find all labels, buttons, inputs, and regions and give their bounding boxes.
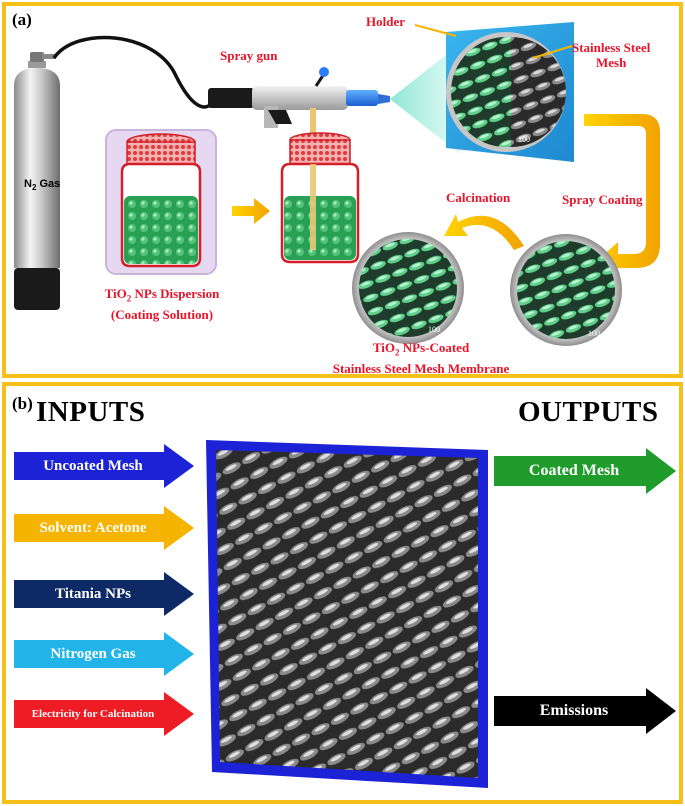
spray-gun	[208, 67, 390, 168]
panel-a-illustration: 100 100	[14, 22, 660, 346]
calcination-label: Calcination	[446, 190, 511, 205]
calcined-mesh-circle: 100	[352, 232, 464, 344]
panel-a: (a)	[2, 2, 683, 378]
stainless-mesh-label: Stainless Steel Mesh	[572, 40, 651, 70]
input-arrow-shape-0	[14, 444, 194, 488]
input-arrow-shape-3	[14, 632, 194, 676]
mesh-holder: 100	[446, 22, 574, 162]
panel-a-label: (a)	[12, 10, 32, 29]
panel-b-label: (b)	[12, 394, 33, 413]
dispersion-label: TiO2 NPs Dispersion (Coating Solution)	[104, 286, 220, 322]
output-arrow-0: Coated Mesh	[494, 448, 676, 494]
transfer-arrow	[232, 198, 270, 224]
spray-cone	[390, 44, 460, 154]
mesh-sheet	[206, 440, 488, 788]
input-arrow-shape-2	[14, 572, 194, 616]
n2-gas-label: N2 Gas	[24, 178, 61, 193]
input-arrow-0: Uncoated Mesh	[14, 444, 194, 488]
input-arrow-label-0: Uncoated Mesh	[43, 457, 143, 474]
mesh-callout	[532, 45, 573, 59]
input-arrow-label-1: Solvent: Acetone	[39, 519, 147, 536]
spray-coated-mesh-circle: 100	[510, 234, 622, 346]
output-arrow-shape-1	[494, 688, 676, 734]
input-arrow-1: Solvent: Acetone	[14, 506, 194, 550]
coating-jar	[280, 132, 360, 264]
input-arrow-shape-1	[14, 506, 194, 550]
output-arrow-label-1: Emissions	[539, 702, 609, 719]
holder-scale-text: 100	[518, 135, 530, 144]
spray-coating-label: Spray Coating	[562, 192, 643, 207]
output-arrow-shape-0	[494, 448, 676, 494]
nitrogen-cylinder	[14, 52, 60, 310]
holder-callout	[414, 24, 457, 37]
input-arrow-shape-4	[14, 692, 194, 736]
input-arrow-2: Titania NPs	[14, 572, 194, 616]
spray-coating-arrow	[584, 114, 660, 280]
input-arrow-4: Electricity for Calcination	[14, 692, 194, 736]
calcined-scale-text: 100	[428, 325, 440, 334]
output-arrow-1: Emissions	[494, 688, 676, 734]
outputs-title: OUTPUTS	[518, 396, 659, 428]
calcination-arrow	[444, 214, 524, 250]
input-arrow-label-4: Electricity for Calcination	[31, 708, 155, 720]
membrane-label: TiO2 NPs-Coated Stainless Steel Mesh Mem…	[332, 340, 510, 376]
input-arrow-label-3: Nitrogen Gas	[50, 645, 136, 662]
holder-label: Holder	[366, 14, 405, 29]
spray-gun-label: Spray gun	[220, 48, 278, 63]
gas-hose	[52, 35, 218, 109]
input-arrow-label-2: Titania NPs	[55, 585, 131, 602]
coated-scale-text: 100	[588, 329, 600, 338]
dispersion-jar	[105, 129, 217, 275]
input-arrow-3: Nitrogen Gas	[14, 632, 194, 676]
inputs-title: INPUTS	[36, 396, 146, 428]
output-arrow-label-0: Coated Mesh	[528, 462, 620, 479]
